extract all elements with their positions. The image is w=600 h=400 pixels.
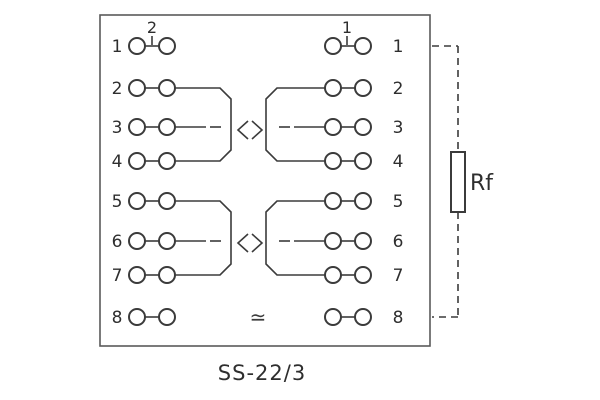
terminal-number: 1	[112, 37, 123, 57]
relay-case-outline	[99, 14, 431, 347]
terminal-circle	[324, 37, 342, 55]
terminal-circle	[158, 79, 176, 97]
terminal-circle	[354, 232, 372, 250]
contact-frame	[265, 200, 325, 276]
left-terminal-row-6: 6	[112, 232, 176, 252]
contact-frame	[265, 87, 325, 162]
terminal-circle	[128, 152, 146, 170]
group-label-text: 2	[147, 18, 157, 37]
contact-switch-right-top	[251, 87, 325, 162]
terminal-circle	[324, 79, 342, 97]
terminal-circle	[128, 266, 146, 284]
ac-supply-symbol: ≃	[250, 305, 267, 329]
terminal-circle	[324, 192, 342, 210]
left-group-label: 2	[147, 18, 157, 45]
terminal-circle	[324, 118, 342, 136]
terminal-circle	[354, 79, 372, 97]
resistor-symbol	[450, 151, 466, 213]
external-rf-circuit: Rf	[432, 45, 494, 318]
right-terminal-row-8: 8	[324, 308, 404, 328]
terminal-number: 8	[112, 308, 123, 328]
terminal-circle	[128, 308, 146, 326]
contact-arrow	[251, 120, 264, 140]
terminal-number: 6	[393, 232, 404, 252]
terminal-number: 2	[393, 79, 404, 99]
diagram-title: SS-22/3	[218, 361, 306, 385]
terminal-circle	[128, 118, 146, 136]
terminal-circle	[158, 37, 176, 55]
terminal-circle	[158, 232, 176, 250]
contact-arrow	[236, 233, 249, 253]
terminal-number: 7	[112, 266, 123, 286]
terminal-circle	[324, 266, 342, 284]
terminal-circle	[354, 308, 372, 326]
terminal-circle	[128, 79, 146, 97]
left-terminal-row-1: 1	[112, 37, 176, 57]
left-terminal-row-8: 8	[112, 308, 176, 328]
left-terminal-row-2: 2	[112, 79, 176, 99]
terminal-number: 3	[393, 118, 404, 138]
contact-switch-left-top	[175, 87, 249, 162]
terminal-circle	[354, 118, 372, 136]
terminal-number: 4	[393, 152, 404, 172]
terminal-number: 6	[112, 232, 123, 252]
terminal-circle	[128, 192, 146, 210]
group-label-text: 1	[342, 18, 352, 37]
terminal-number: 7	[393, 266, 404, 286]
terminal-circle	[158, 192, 176, 210]
terminal-circle	[354, 152, 372, 170]
terminal-circle	[128, 232, 146, 250]
terminal-number: 2	[112, 79, 123, 99]
terminal-circle	[158, 152, 176, 170]
right-terminal-row-6: 6	[324, 232, 404, 252]
right-terminal-row-5: 5	[324, 192, 404, 212]
terminal-number: 8	[393, 308, 404, 328]
terminal-circle	[158, 308, 176, 326]
right-group-label: 1	[342, 18, 352, 45]
resistor-label: Rf	[470, 171, 494, 196]
left-terminal-row-3: 3	[112, 118, 176, 138]
terminal-circle	[128, 37, 146, 55]
contact-arrow	[236, 120, 249, 140]
right-terminal-row-2: 2	[324, 79, 404, 99]
contact-arrow	[251, 233, 264, 253]
terminal-circle	[324, 152, 342, 170]
right-terminal-row-1: 1	[324, 37, 404, 57]
terminal-circle	[354, 37, 372, 55]
terminal-number: 4	[112, 152, 123, 172]
terminal-number: 1	[393, 37, 404, 57]
contact-switch-left-bottom	[175, 200, 249, 276]
right-terminal-row-3: 3	[324, 118, 404, 138]
contact-frame	[175, 87, 232, 162]
terminal-number: 5	[112, 192, 123, 212]
right-terminal-row-7: 7	[324, 266, 404, 286]
terminal-circle	[324, 308, 342, 326]
left-terminal-row-4: 4	[112, 152, 176, 172]
terminal-circle	[158, 266, 176, 284]
contact-frame	[175, 200, 232, 276]
terminal-number: 5	[393, 192, 404, 212]
terminal-circle	[158, 118, 176, 136]
left-terminal-row-5: 5	[112, 192, 176, 212]
terminal-circle	[324, 232, 342, 250]
left-terminal-row-7: 7	[112, 266, 176, 286]
contact-switch-right-bottom	[251, 200, 325, 276]
right-terminal-row-4: 4	[324, 152, 404, 172]
terminal-circle	[354, 266, 372, 284]
terminal-circle	[354, 192, 372, 210]
terminal-number: 3	[112, 118, 123, 138]
